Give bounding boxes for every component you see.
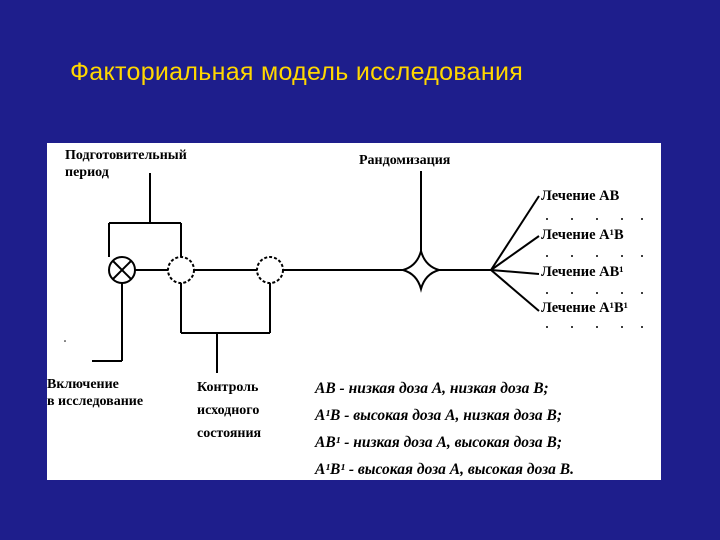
study-design-diagram: Подготовительный период Рандомизация Вкл… xyxy=(47,143,661,480)
branch-4 xyxy=(490,269,540,312)
inclusion-label-line2: в исследование xyxy=(47,394,144,409)
treatment-label: Лечение A¹B xyxy=(541,227,624,243)
preparatory-label-line2: период xyxy=(65,165,109,180)
inclusion-label-line1: Включение xyxy=(47,377,119,392)
preparatory-label-line1: Подготовительный xyxy=(65,148,187,163)
baseline-label-line2: исходного xyxy=(197,403,260,418)
diagram-lines xyxy=(64,171,643,373)
treatment-label: Лечение AB¹ xyxy=(541,264,624,280)
legend-item: A¹B - высокая доза A, низкая доза B; xyxy=(315,407,562,424)
branch-2 xyxy=(490,235,540,271)
legend-item: AB¹ - низкая доза A, высокая доза B; xyxy=(315,434,562,451)
treatment-label: Лечение A¹B¹ xyxy=(541,300,628,316)
branch-1 xyxy=(490,195,540,271)
legend-item: AB - низкая доза A, низкая доза B; xyxy=(315,380,549,397)
legend-item: A¹B¹ - высокая доза A, высокая доза B. xyxy=(315,461,575,478)
baseline-label-line1: Контроль xyxy=(197,380,259,395)
dose-legend: AB - низкая доза A, низкая доза B; A¹B -… xyxy=(315,375,574,483)
randomization-node xyxy=(399,247,443,293)
control-node-1 xyxy=(167,256,195,284)
baseline-label-line3: состояния xyxy=(197,426,262,441)
treatment-label: Лечение AB xyxy=(541,188,620,204)
control-node-2 xyxy=(256,256,284,284)
inclusion-node xyxy=(108,256,136,284)
branch-3 xyxy=(490,269,540,275)
slide-title: Факториальная модель исследования xyxy=(70,58,524,86)
randomization-label: Рандомизация xyxy=(359,153,451,168)
